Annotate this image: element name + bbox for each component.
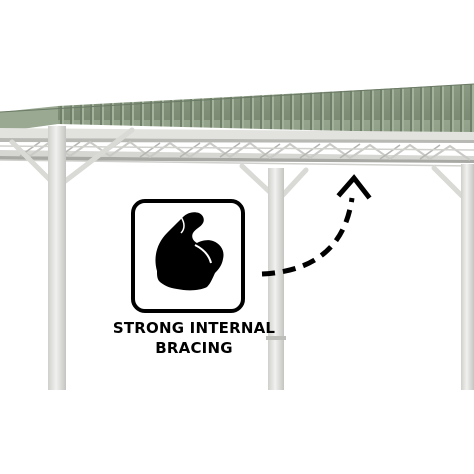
flexed-bicep-icon [131, 199, 245, 313]
dashed-arrow [261, 174, 372, 277]
roof-sheeting [0, 83, 474, 134]
roof-battens [0, 145, 474, 167]
frame-posts [48, 126, 474, 390]
feature-caption-line1: STRONG INTERNAL [112, 319, 276, 337]
feature-caption-line2: BRACING [155, 339, 233, 357]
knee-braces [9, 127, 465, 199]
internal-truss-bracing [9, 140, 471, 161]
feature-caption: STRONG INTERNAL BRACING [96, 318, 292, 358]
